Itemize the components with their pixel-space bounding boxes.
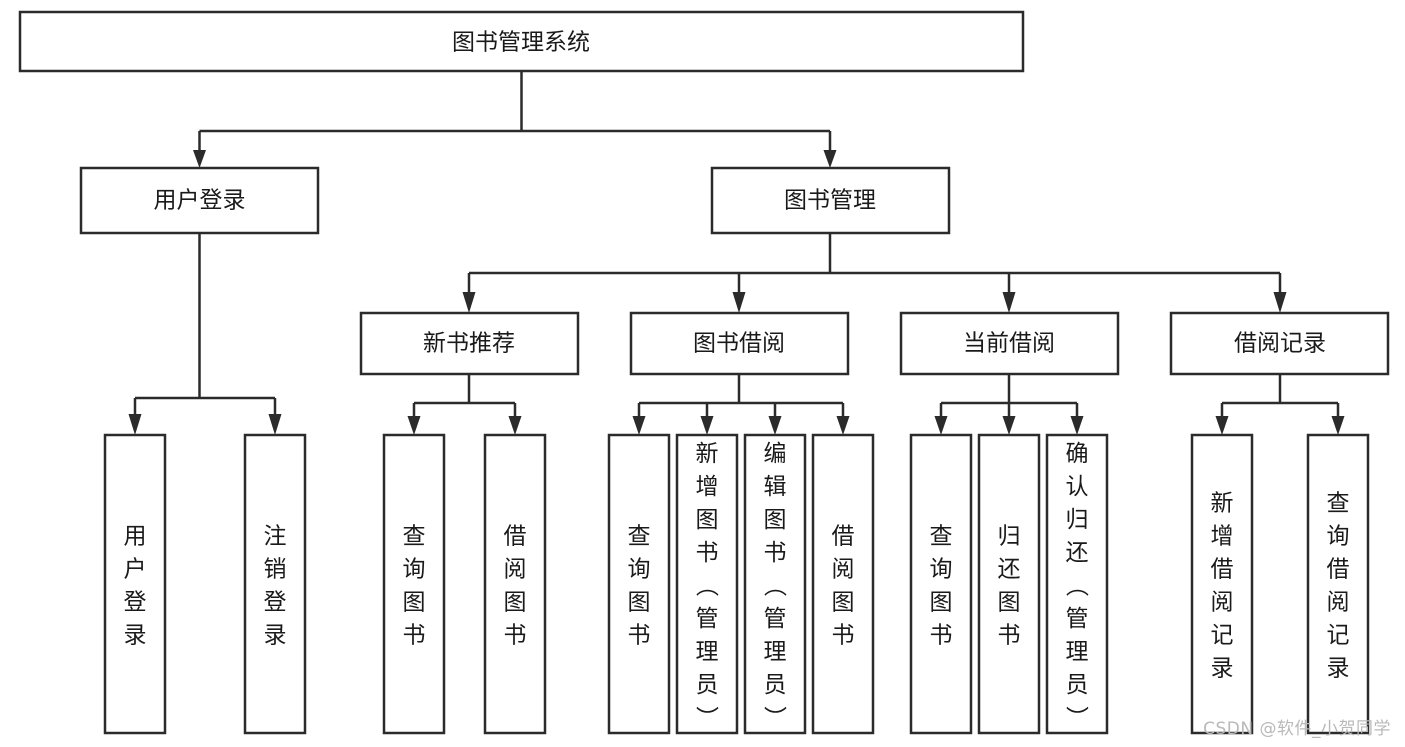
node-leaf-add-record-label: 新增借阅记录: [1211, 491, 1234, 682]
svg-text:）: ）: [693, 706, 719, 729]
node-book-borrow-box[interactable]: [629, 311, 850, 376]
node-leaf-confirm-return[interactable]: 确认归还管理员 （ ）: [1045, 433, 1109, 735]
svg-text:（: （: [1063, 574, 1089, 597]
node-leaf-user-logout[interactable]: 注销登录: [243, 433, 307, 735]
node-borrow-record-label: 借阅记录: [1234, 331, 1326, 357]
arrow-head-leaf-user-logout: [268, 414, 282, 435]
node-leaf-query-record[interactable]: 查询借阅记录: [1306, 433, 1370, 735]
node-leaf-borrow-book-2-label: 借阅图书: [832, 524, 855, 649]
arrow-head-leaf-borrow-book-1: [508, 416, 522, 435]
arrow-head-leaf-add-book: [700, 416, 714, 435]
connector-group-new-book-recommend: [407, 374, 522, 435]
node-leaf-query-book-2-box[interactable]: [607, 433, 671, 735]
node-leaf-borrow-book-2[interactable]: 借阅图书: [811, 433, 875, 735]
node-leaf-user-logout-label: 注销登录: [264, 524, 287, 649]
svg-text:）: ）: [1063, 706, 1089, 729]
arrow-head-leaf-edit-book: [768, 416, 782, 435]
node-leaf-query-record-box[interactable]: [1306, 433, 1370, 735]
node-current-borrow-box[interactable]: [899, 311, 1120, 376]
arrow-head-user-login: [193, 150, 206, 168]
node-leaf-borrow-book-1-label: 借阅图书: [504, 524, 527, 649]
node-book-borrow[interactable]: 图书借阅: [629, 311, 850, 376]
svg-text:（: （: [761, 574, 787, 597]
node-leaf-query-book-1-box[interactable]: [382, 433, 446, 735]
node-root-box[interactable]: [18, 10, 1025, 73]
node-borrow-record-box[interactable]: [1169, 311, 1390, 376]
svg-text:）: ）: [761, 706, 787, 729]
node-leaf-confirm-return-box[interactable]: [1045, 433, 1109, 735]
node-leaf-return-book[interactable]: 归还图书: [977, 433, 1041, 735]
node-leaf-edit-book-label: 编辑图书管理员: [764, 441, 787, 698]
arrow-head-leaf-query-book-2: [632, 416, 646, 435]
arrow-head-new-book-recommend: [462, 292, 476, 313]
node-leaf-add-book[interactable]: 新增图书管理员 （ ）: [675, 433, 739, 735]
node-leaf-user-logout-box[interactable]: [243, 433, 307, 735]
node-leaf-query-book-1-label: 查询图书: [403, 524, 426, 649]
node-leaf-add-record-box[interactable]: [1190, 433, 1254, 735]
node-leaf-borrow-book-2-box[interactable]: [811, 433, 875, 735]
node-leaf-query-book-3-label: 查询图书: [930, 524, 953, 649]
arrow-head-current-borrow: [1002, 292, 1016, 313]
arrow-head-leaf-return-book: [1002, 416, 1016, 435]
node-leaf-add-record[interactable]: 新增借阅记录: [1190, 433, 1254, 735]
node-leaf-borrow-book-1-box[interactable]: [483, 433, 547, 735]
node-current-borrow[interactable]: 当前借阅: [899, 311, 1120, 376]
node-leaf-edit-book[interactable]: 编辑图书管理员 （ ）: [743, 433, 807, 735]
arrow-head-leaf-query-book-1: [407, 416, 421, 435]
arrow-head-leaf-confirm-return: [1070, 416, 1084, 435]
node-leaf-query-book-3-box[interactable]: [909, 433, 973, 735]
connector-group-current-borrow: [934, 374, 1084, 435]
node-root[interactable]: 图书管理系统: [18, 10, 1025, 73]
node-leaf-user-login-box[interactable]: [103, 433, 167, 735]
connector-group-book-borrow: [632, 374, 850, 435]
node-leaf-query-book-2[interactable]: 查询图书: [607, 433, 671, 735]
arrow-head-book-management: [823, 150, 837, 168]
node-leaf-confirm-return-label: 确认归还管理员: [1066, 441, 1089, 698]
node-book-management-label: 图书管理: [784, 188, 876, 214]
node-leaf-edit-book-box[interactable]: [743, 433, 807, 735]
node-leaf-user-login-label: 用户登录: [124, 524, 147, 649]
node-leaf-return-book-box[interactable]: [977, 433, 1041, 735]
node-leaf-query-book-2-label: 查询图书: [628, 524, 651, 649]
arrow-head-leaf-query-book-3: [934, 416, 948, 435]
svg-text:（: （: [693, 574, 719, 597]
node-leaf-return-book-label: 归还图书: [998, 524, 1021, 649]
arrow-head-leaf-query-record: [1331, 416, 1345, 435]
node-book-management[interactable]: 图书管理: [710, 166, 951, 235]
node-leaf-add-book-box[interactable]: [675, 433, 739, 735]
arrow-head-leaf-user-login: [128, 414, 142, 435]
node-book-management-box[interactable]: [710, 166, 951, 235]
node-root-label: 图书管理系统: [452, 30, 590, 56]
node-user-login[interactable]: 用户登录: [79, 166, 320, 235]
csdn-watermark: CSDN @软件_小贺同学: [1203, 719, 1391, 739]
arrow-head-borrow-record: [1273, 292, 1287, 313]
node-new-book-recommend-label: 新书推荐: [423, 331, 515, 357]
node-leaf-query-book-1[interactable]: 查询图书: [382, 433, 446, 735]
node-leaf-query-book-3[interactable]: 查询图书: [909, 433, 973, 735]
arrow-head-book-borrow: [732, 292, 746, 313]
arrow-head-leaf-add-record: [1215, 416, 1229, 435]
connector-group-user-login: [128, 233, 282, 435]
node-new-book-recommend-box[interactable]: [359, 311, 580, 376]
node-book-borrow-label: 图书借阅: [693, 331, 785, 357]
arrow-head-leaf-borrow-book-2: [836, 416, 850, 435]
connector-group-root: [193, 71, 837, 168]
connector-group-book-management: [462, 233, 1287, 313]
node-leaf-borrow-book-1[interactable]: 借阅图书: [483, 433, 547, 735]
node-leaf-query-record-label: 查询借阅记录: [1327, 491, 1350, 682]
node-borrow-record[interactable]: 借阅记录: [1169, 311, 1390, 376]
node-leaf-add-book-label: 新增图书管理员: [696, 441, 719, 698]
node-user-login-box[interactable]: [79, 166, 320, 235]
node-leaf-user-login[interactable]: 用户登录: [103, 433, 167, 735]
node-new-book-recommend[interactable]: 新书推荐: [359, 311, 580, 376]
node-user-login-label: 用户登录: [154, 188, 246, 214]
node-current-borrow-label: 当前借阅: [963, 331, 1055, 357]
connector-group-borrow-record: [1215, 374, 1345, 435]
